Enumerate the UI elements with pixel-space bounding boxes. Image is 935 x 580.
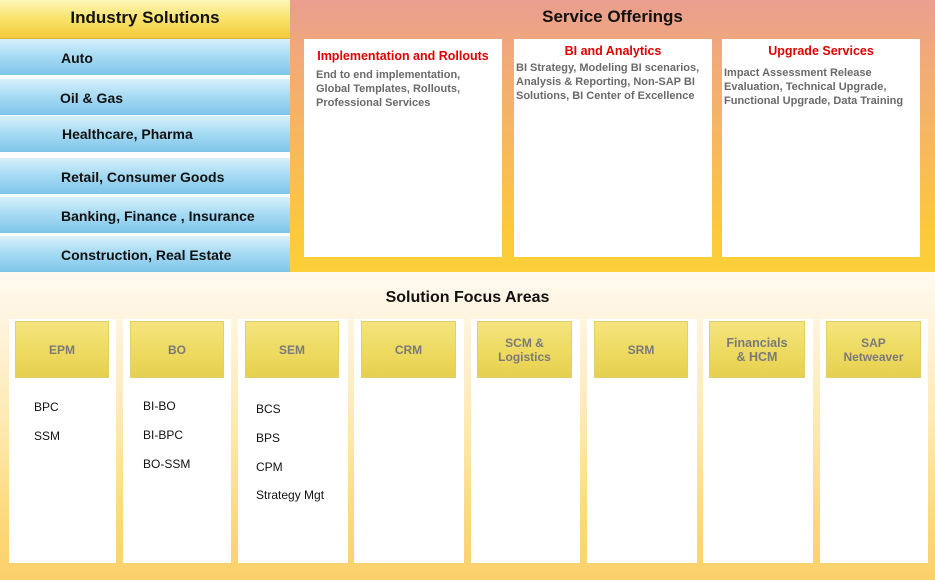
industry-item-label: Oil & Gas: [60, 90, 124, 106]
header-line: SRM: [627, 342, 655, 357]
focus-column-header[interactable]: Financials& HCM: [709, 321, 805, 378]
focus-column-header[interactable]: CRM: [361, 321, 456, 378]
service-box-upgrade[interactable]: Upgrade Services Impact Assessment Relea…: [722, 39, 920, 257]
focus-item[interactable]: SSM: [34, 429, 61, 443]
industry-item-healthcare[interactable]: Healthcare, Pharma: [0, 116, 290, 154]
service-box-title: BI and Analytics: [564, 44, 662, 58]
description-line: Solutions, BI Center of Excellence: [516, 90, 695, 102]
focus-item[interactable]: BI-BO: [143, 399, 176, 413]
focus-column-financials-hcm: Financials& HCM: [703, 319, 813, 563]
industry-item-retail[interactable]: Retail, Consumer Goods: [0, 158, 290, 196]
header-line: EPM: [48, 342, 75, 357]
header-line: Logistics: [498, 349, 551, 364]
service-box-description: BI Strategy, Modeling BI scenarios, Anal…: [516, 61, 710, 103]
focus-column-epm: EPM BPC SSM: [9, 319, 116, 563]
description-line: Global Templates, Rollouts,: [316, 83, 461, 95]
focus-item[interactable]: BPC: [34, 400, 59, 414]
focus-item[interactable]: BPS: [256, 431, 281, 445]
industry-item-label: Retail, Consumer Goods: [61, 169, 225, 185]
description-line: Evaluation, Technical Upgrade,: [724, 81, 887, 93]
industry-solutions-panel: Industry Solutions Auto Oil & Gas Health…: [0, 0, 290, 274]
industry-item-auto[interactable]: Auto: [0, 39, 290, 77]
focus-column-header[interactable]: SCM &Logistics: [477, 321, 572, 378]
header-lines: SCM &Logistics: [498, 336, 551, 364]
industry-item-label: Banking, Finance , Insurance: [61, 208, 255, 224]
service-box-title: Upgrade Services: [768, 44, 874, 58]
focus-item[interactable]: BO-SSM: [143, 457, 191, 471]
service-box-description: Impact Assessment Release Evaluation, Te…: [724, 66, 918, 108]
service-box-title: Implementation and Rollouts: [317, 49, 489, 63]
focus-column-sem: SEM BCS BPS CPM Strategy Mgt: [238, 319, 348, 563]
focus-column-scm-logistics: SCM &Logistics: [471, 319, 580, 563]
header-line: & HCM: [736, 349, 778, 364]
service-box-bi-analytics[interactable]: BI and Analytics BI Strategy, Modeling B…: [514, 39, 712, 257]
focus-item[interactable]: BI-BPC: [143, 428, 184, 442]
header-line: Netweaver: [843, 350, 904, 364]
description-line: BI Strategy, Modeling BI scenarios,: [516, 62, 700, 74]
description-line: Analysis & Reporting, Non-SAP BI: [516, 76, 695, 88]
header-line: SEM: [278, 342, 305, 357]
focus-column-header[interactable]: EPM: [15, 321, 109, 378]
header-lines: Financials& HCM: [726, 336, 787, 364]
industry-item-label: Auto: [61, 50, 93, 66]
header-line: BO: [168, 342, 186, 357]
service-offerings-title: Service Offerings: [542, 7, 683, 26]
industry-item-construction[interactable]: Construction, Real Estate: [0, 236, 290, 274]
description-line: Impact Assessment Release: [724, 67, 872, 79]
focus-column-header[interactable]: BO: [130, 321, 224, 378]
focus-column-header[interactable]: SRM: [594, 321, 688, 378]
focus-column-crm: CRM: [354, 319, 464, 563]
solution-focus-areas-title: Solution Focus Areas: [385, 289, 550, 306]
focus-item[interactable]: CPM: [256, 460, 283, 474]
description-line: Professional Services: [316, 97, 431, 109]
focus-column-srm: SRM: [587, 319, 697, 563]
header-line: Financials: [726, 335, 788, 350]
industry-item-label: Construction, Real Estate: [61, 247, 232, 263]
header-line: CRM: [394, 342, 423, 357]
header-line: SAP: [861, 336, 886, 350]
service-box-description: End to end implementation, Global Templa…: [316, 68, 500, 110]
industry-item-oil-gas[interactable]: Oil & Gas: [0, 79, 290, 117]
industry-item-banking[interactable]: Banking, Finance , Insurance: [0, 197, 290, 235]
service-offerings-panel: Service Offerings Implementation and Rol…: [290, 0, 935, 272]
description-line: Functional Upgrade, Data Training: [724, 95, 904, 107]
industry-item-label: Healthcare, Pharma: [62, 126, 193, 142]
header-line: SCM &: [505, 335, 544, 350]
description-line: End to end implementation,: [316, 69, 461, 81]
focus-column-header[interactable]: SEM: [245, 321, 339, 378]
service-box-implementation[interactable]: Implementation and Rollouts End to end i…: [304, 39, 502, 257]
focus-item[interactable]: BCS: [256, 402, 281, 416]
focus-item[interactable]: Strategy Mgt: [256, 488, 325, 502]
industry-solutions-title: Industry Solutions: [0, 0, 290, 39]
solution-focus-areas-panel: Solution Focus Areas EPM BPC SSM BO BI-B…: [0, 272, 935, 580]
focus-column-bo: BO BI-BO BI-BPC BO-SSM: [123, 319, 231, 563]
